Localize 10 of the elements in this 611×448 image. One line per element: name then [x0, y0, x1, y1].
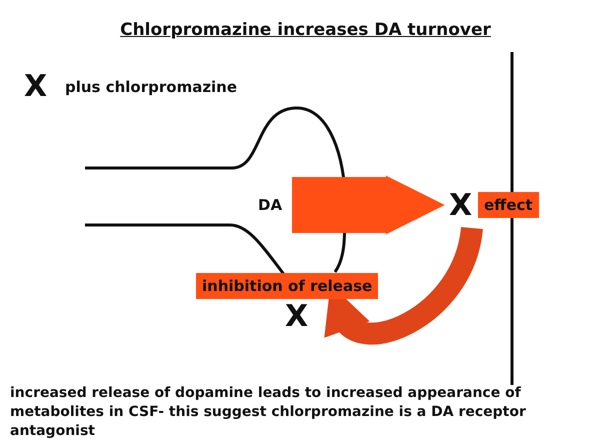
label-box: inhibition of release [196, 273, 378, 299]
label: plus chlorpromazine [65, 80, 238, 95]
block-arrow [292, 176, 445, 234]
cross-mark: X [24, 72, 48, 102]
caption: increased release of dopamine leads to increased appearance of metabolites in CSF- this suggest chlorpromazine is a DA receptor antagonist [10, 384, 527, 441]
label-box: effect [478, 192, 539, 218]
label: DA [258, 196, 282, 214]
title: Chlorpromazine increases DA turnover [119, 20, 492, 40]
cross-mark: X [449, 191, 472, 221]
cross-mark: X [285, 302, 308, 332]
